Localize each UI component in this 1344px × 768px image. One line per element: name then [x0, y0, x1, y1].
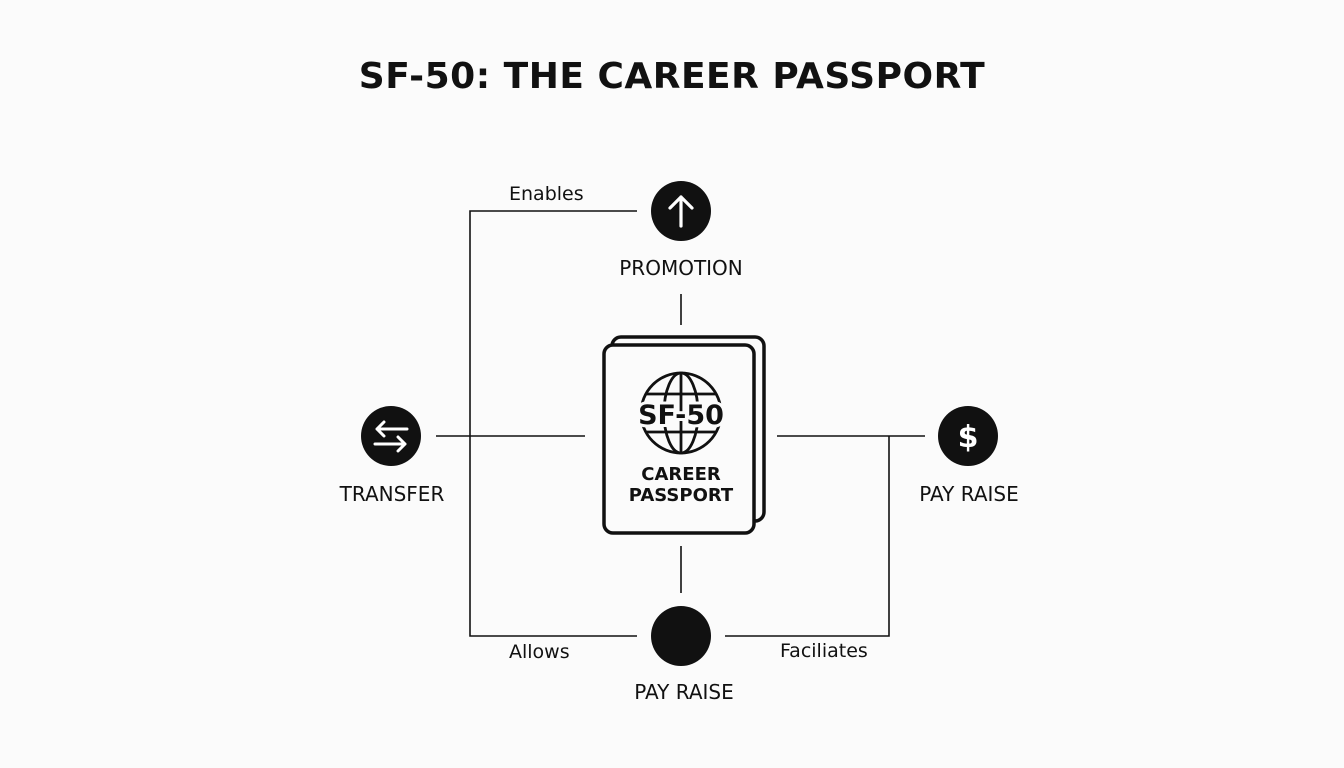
passport-title-line2: PASSPORT [629, 485, 734, 506]
dollar-icon: $ [938, 406, 998, 466]
promotion-label: PROMOTION [619, 256, 743, 280]
facilitates-connector [725, 436, 890, 637]
passport-title-line1: CAREER [641, 464, 721, 485]
facilitates-label: Faciliates [780, 640, 868, 662]
pay-raise-bottom-label: PAY RAISE [634, 680, 734, 704]
page-title: SF-50: THE CAREER PASSPORT [358, 56, 986, 97]
filled-circle-icon [651, 606, 711, 666]
enables-allows-connector [469, 210, 637, 637]
transfer-label: TRANSFER [339, 482, 445, 506]
passport-badge: SF-50 [638, 400, 724, 431]
allows-label: Allows [509, 641, 570, 663]
enables-label: Enables [509, 183, 584, 205]
connector-lines [436, 210, 925, 637]
swap-arrows-icon [361, 406, 421, 466]
svg-text:$: $ [958, 420, 979, 455]
arrow-up-icon [651, 181, 711, 241]
pay-raise-right-label: PAY RAISE [919, 482, 1019, 506]
passport-icon [602, 335, 766, 535]
globe-icon [639, 371, 723, 455]
